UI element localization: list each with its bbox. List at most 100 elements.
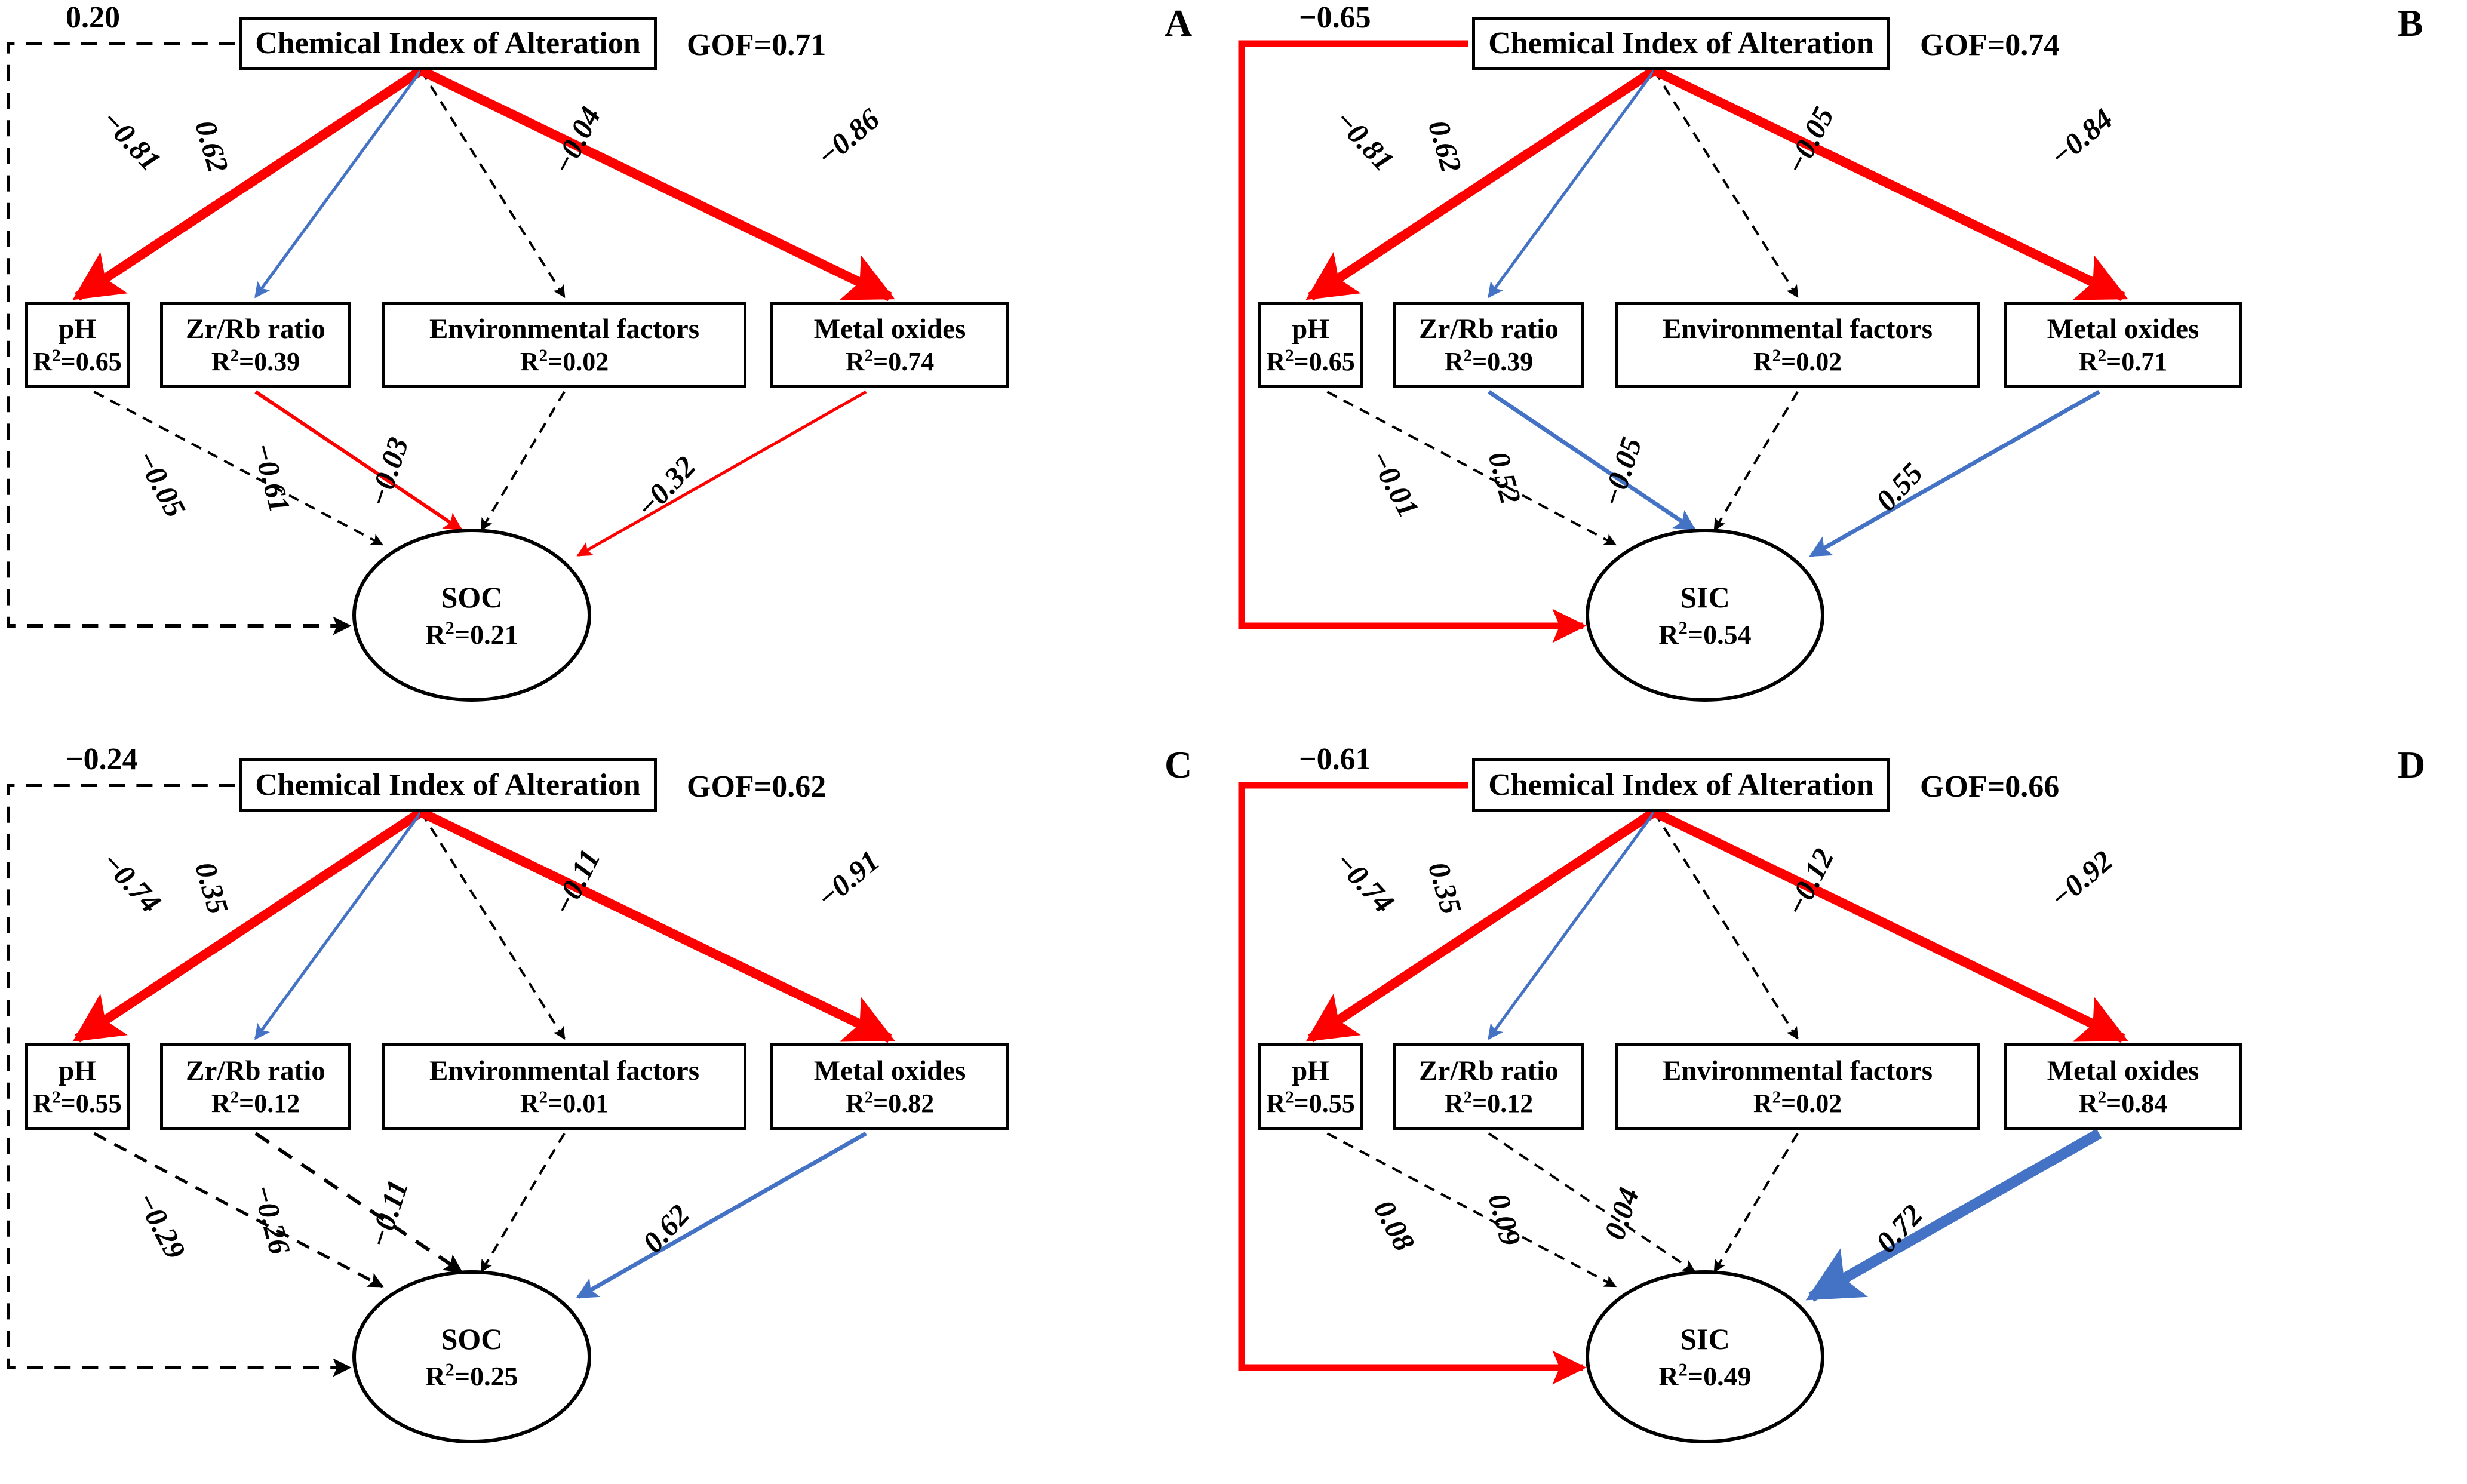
node-r2-environmental-factors: R2=0.02 <box>520 347 609 376</box>
r2-symbol: R <box>1658 1360 1679 1391</box>
node-label-zrrb-ratio: Zr/Rb ratio <box>1419 313 1559 345</box>
r2-exponent: 2 <box>2097 346 2107 365</box>
node-r2-ph: R2=0.55 <box>1266 1089 1354 1118</box>
r2-value: 0.55 <box>1308 1089 1355 1119</box>
r2-value: 0.55 <box>75 1089 122 1119</box>
r2-exponent: 2 <box>1463 1087 1473 1107</box>
node-label-ph: pH <box>1292 1055 1329 1086</box>
node-r2-metal-oxides: R2=0.82 <box>846 1089 934 1118</box>
node-r2-zrrb-ratio: R2=0.12 <box>211 1089 300 1118</box>
path-driver-to-zrrb <box>254 811 423 1040</box>
node-r2-environmental-factors: R2=0.02 <box>1753 1089 1842 1118</box>
r2-equals: = <box>1472 347 1488 377</box>
r2-exponent: 2 <box>52 346 61 365</box>
r2-equals: = <box>1294 347 1309 377</box>
node-r2-ph: R2=0.55 <box>33 1089 121 1118</box>
node-ph[interactable]: pH R2=0.55 <box>25 1043 130 1130</box>
path-envfactors-to-response <box>480 1132 566 1273</box>
r2-exponent: 2 <box>539 346 548 365</box>
node-label-metal-oxides: Metal oxides <box>2047 1055 2199 1086</box>
path-driver-to-response-direct <box>7 784 352 1377</box>
node-label-environmental-factors: Environmental factors <box>1662 313 1933 345</box>
gof-label: GOF=0.66 <box>1920 770 2060 804</box>
r2-equals: = <box>873 347 889 377</box>
r2-value: 0.12 <box>1487 1089 1534 1119</box>
path-driver-to-ph <box>72 66 424 301</box>
direct-effect-coefficient: −0.65 <box>1299 1 1371 35</box>
path-envfactors-to-response <box>480 391 566 531</box>
node-r2-metal-oxides: R2=0.71 <box>2079 347 2167 376</box>
node-r2-zrrb-ratio: R2=0.12 <box>1445 1089 1533 1118</box>
r2-equals: = <box>1781 1089 1796 1119</box>
r2-equals: = <box>239 347 254 377</box>
r2-value: 0.74 <box>888 347 935 377</box>
node-label-environmental-factors: Environmental factors <box>429 1055 700 1086</box>
response-label: SIC <box>1680 1322 1730 1356</box>
path-driver-to-metaloxides <box>1652 66 2128 302</box>
r2-value: 0.71 <box>2121 347 2168 377</box>
r2-equals: = <box>60 347 76 377</box>
node-r2-zrrb-ratio: R2=0.39 <box>211 347 300 376</box>
response-r2: R2=0.54 <box>1658 617 1751 653</box>
r2-value: 0.54 <box>1703 619 1752 650</box>
r2-symbol: R <box>425 619 446 650</box>
r2-symbol: R <box>1444 1089 1464 1119</box>
r2-equals: = <box>1294 1089 1309 1119</box>
r2-symbol: R <box>211 347 231 377</box>
r2-symbol: R <box>2078 347 2098 377</box>
path-driver-to-zrrb <box>254 69 423 299</box>
r2-symbol: R <box>845 347 865 377</box>
r2-value: 0.39 <box>254 347 300 377</box>
node-chemical-index-of-alteration[interactable]: Chemical Index of Alteration <box>239 17 657 70</box>
r2-exponent: 2 <box>230 1087 239 1107</box>
r2-equals: = <box>2106 1089 2122 1119</box>
driver-label: Chemical Index of Alteration <box>255 767 641 802</box>
r2-symbol: R <box>1266 1089 1286 1119</box>
node-label-ph: pH <box>1292 313 1329 345</box>
node-chemical-index-of-alteration[interactable]: Chemical Index of Alteration <box>1472 758 1890 812</box>
r2-exponent: 2 <box>445 617 454 638</box>
path-driver-to-envfactors <box>1653 811 1799 1040</box>
path-driver-to-response-direct <box>1238 782 1587 1385</box>
r2-symbol: R <box>425 1360 446 1391</box>
r2-symbol: R <box>1753 347 1772 377</box>
node-ph[interactable]: pH R2=0.55 <box>1258 1043 1363 1130</box>
path-driver-to-response-direct <box>1238 40 1587 643</box>
node-chemical-index-of-alteration[interactable]: Chemical Index of Alteration <box>239 758 657 812</box>
node-r2-ph: R2=0.65 <box>33 347 121 376</box>
node-chemical-index-of-alteration[interactable]: Chemical Index of Alteration <box>1472 17 1890 70</box>
r2-value: 0.65 <box>1308 347 1355 377</box>
r2-value: 0.39 <box>1487 347 1534 377</box>
node-r2-environmental-factors: R2=0.02 <box>1753 347 1842 376</box>
r2-equals: = <box>873 1089 889 1119</box>
r2-exponent: 2 <box>2097 1087 2107 1107</box>
response-r2: R2=0.25 <box>425 1359 518 1394</box>
path-metaloxides-to-response <box>576 390 867 557</box>
panel-letter-a: A <box>1165 2 1193 44</box>
node-label-ph: pH <box>59 1055 96 1086</box>
r2-symbol: R <box>1266 347 1286 377</box>
path-metaloxides-to-response <box>576 1131 867 1299</box>
node-r2-environmental-factors: R2=0.01 <box>520 1089 609 1118</box>
path-zrrb-to-response <box>254 1132 463 1273</box>
